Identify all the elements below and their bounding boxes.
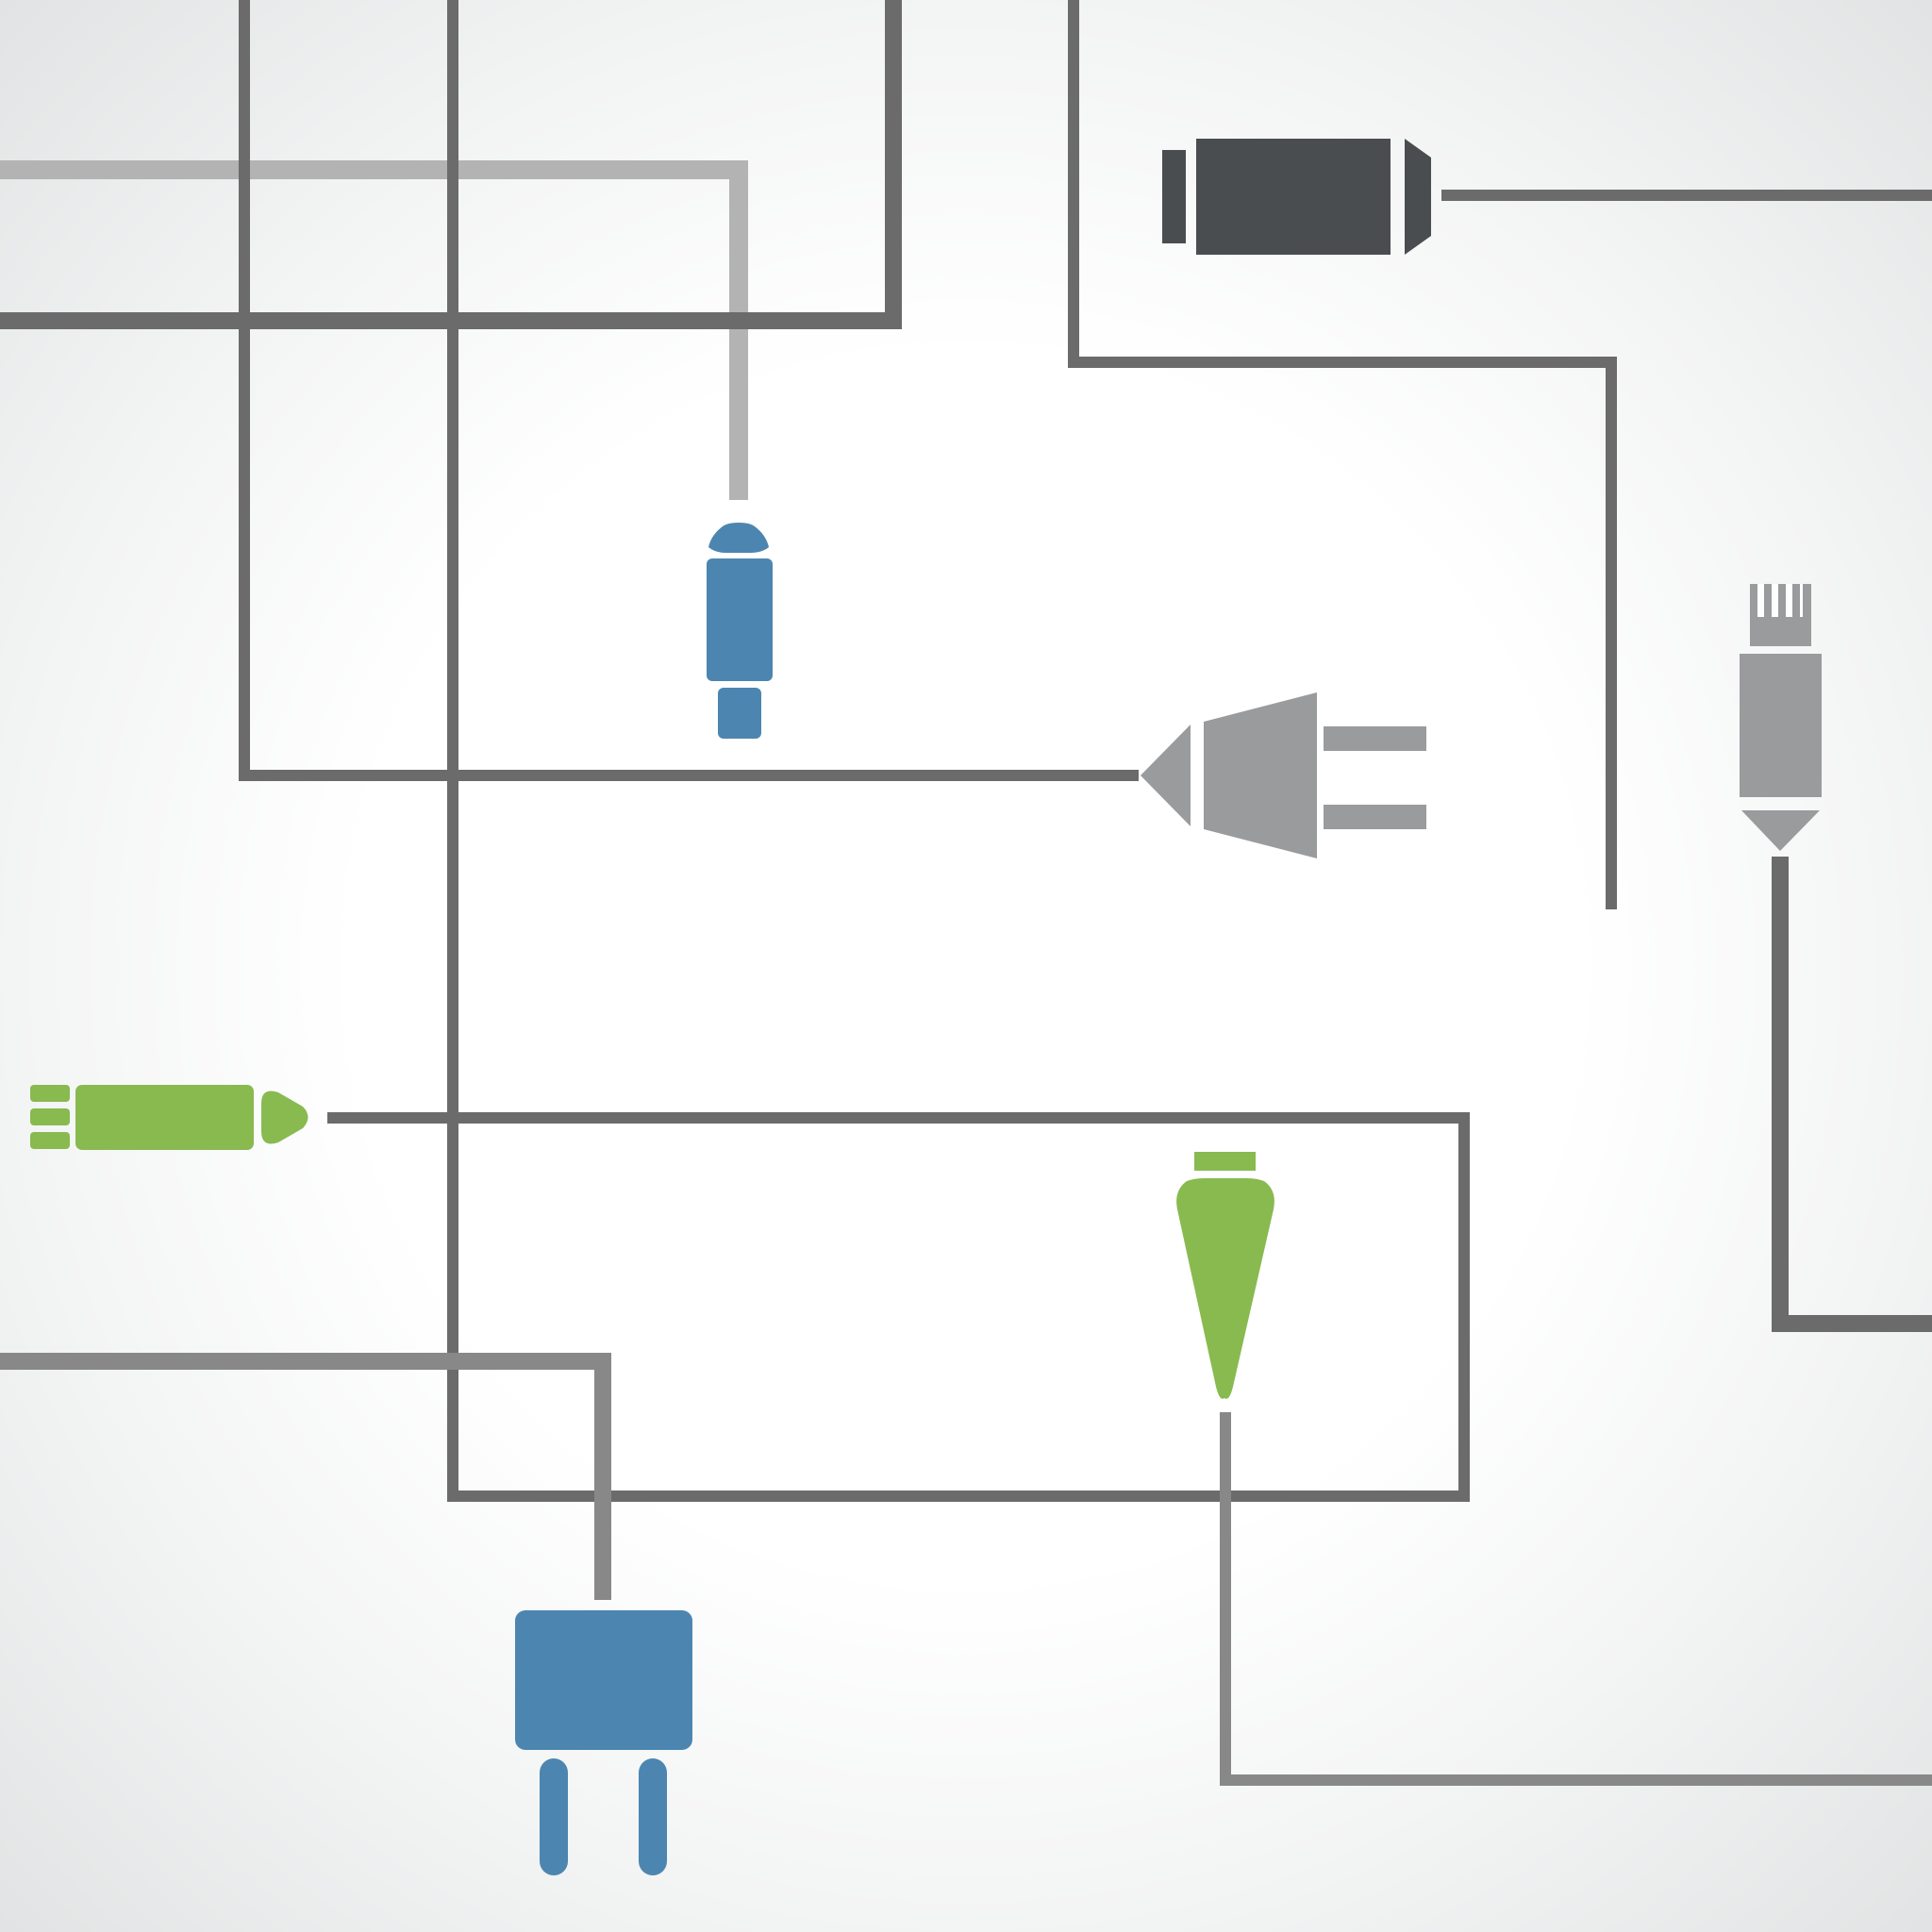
wires [0,0,1932,1786]
wire-horizontal-top [0,0,902,329]
rca-plug-icon [1176,1152,1274,1399]
wire-adapter [0,1353,611,1600]
wire-vertical-2 [327,0,1470,1502]
ethernet-pins [1757,584,1803,617]
wire-ethernet [1772,857,1932,1332]
ac-adapter-plug-icon [515,1610,692,1875]
usb-plug-icon [30,1085,308,1150]
wire-rca [1220,1412,1932,1786]
power-plug-icon [1141,692,1426,858]
wire-light-top [0,160,748,500]
wire-vertical-1 [239,0,1139,781]
wire-top-right [1068,0,1617,909]
audio-jack-plug-icon [707,523,773,739]
hdmi-plug-icon [1162,139,1431,255]
ethernet-plug-icon [1740,584,1822,851]
